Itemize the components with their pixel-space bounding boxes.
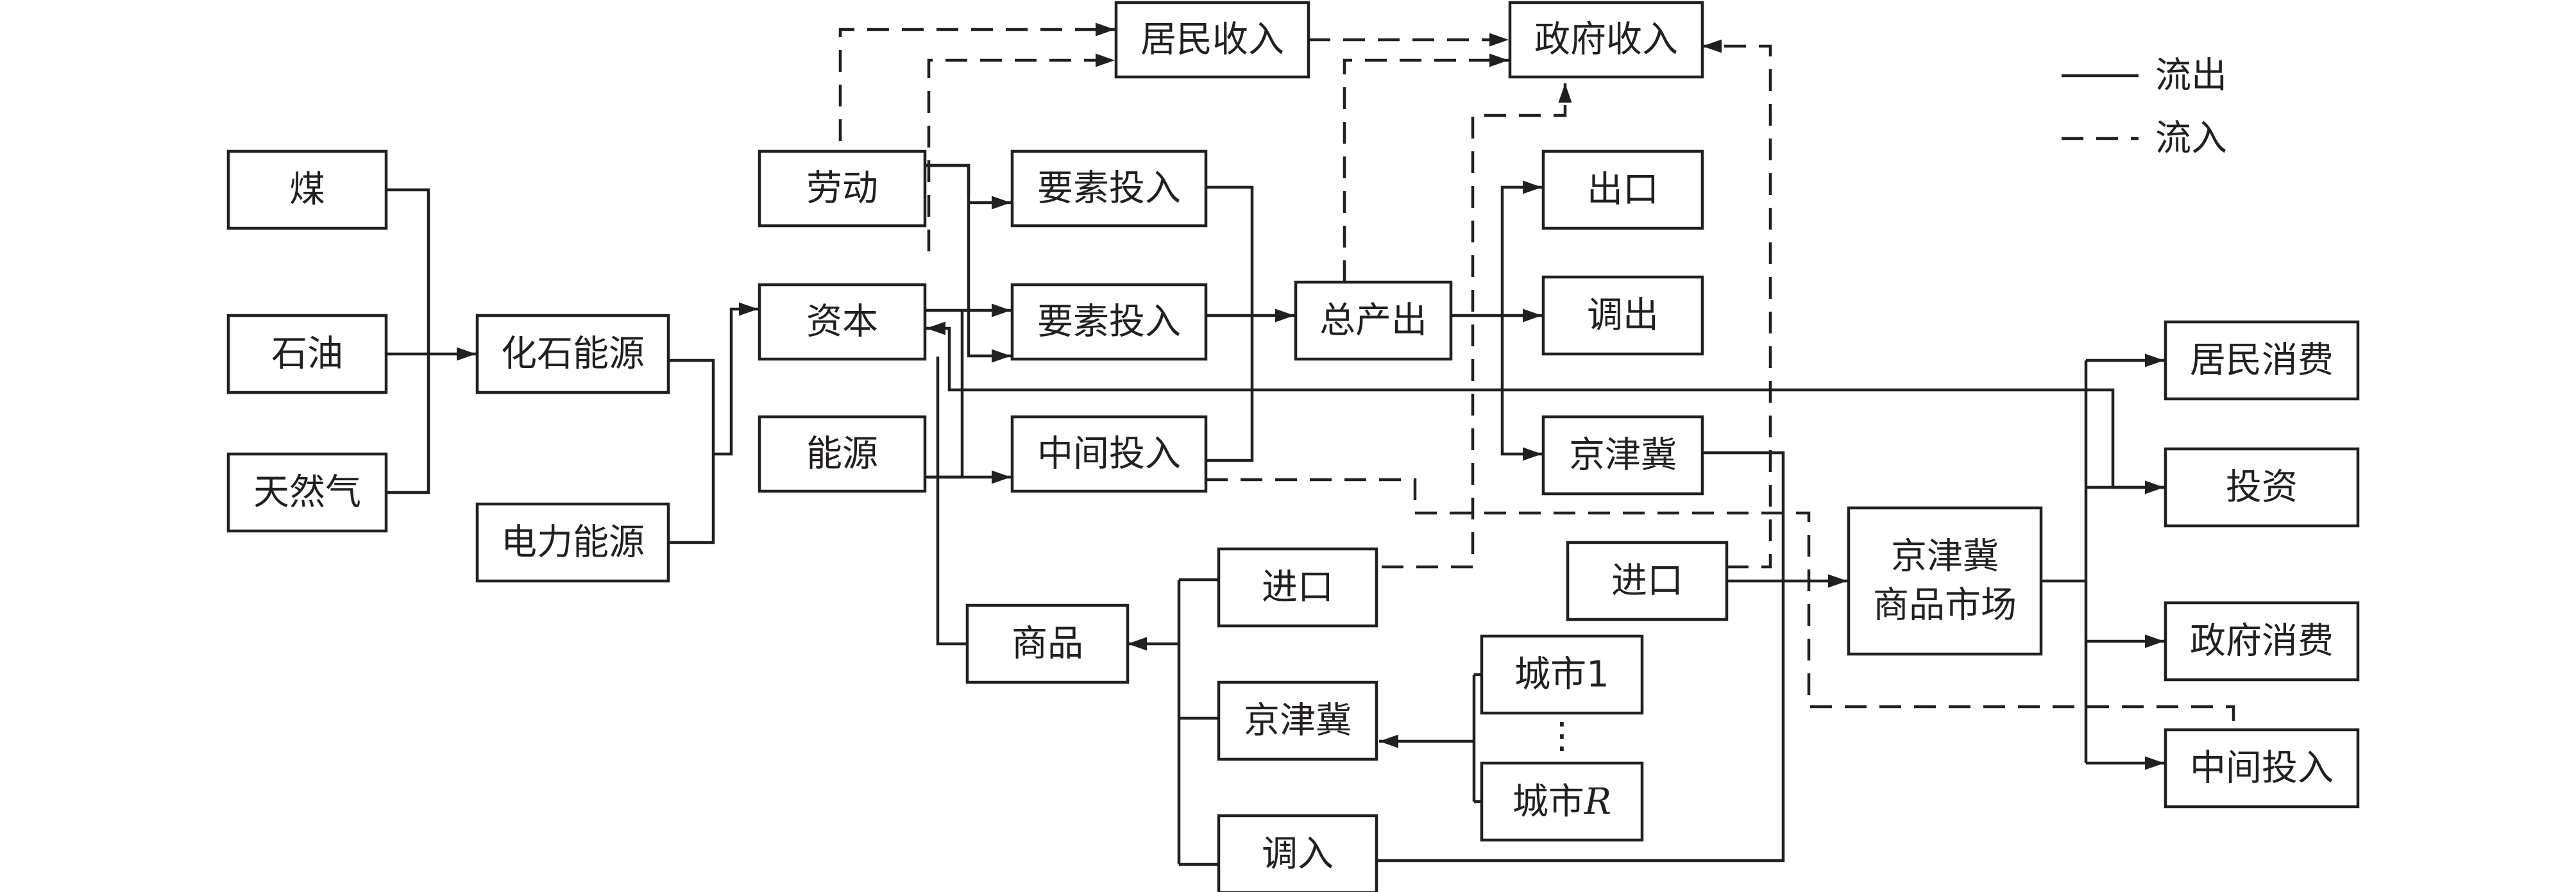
node-city-r: 城市R bbox=[1480, 761, 1644, 842]
node-factor-input-1: 要素投入 bbox=[1010, 149, 1208, 228]
node-jjj-market: 京津冀 商品市场 bbox=[1847, 506, 2043, 656]
svg-text:总产出: 总产出 bbox=[1319, 300, 1427, 342]
node-export: 出口 bbox=[1541, 149, 1704, 230]
svg-text:城市R: 城市R bbox=[1513, 781, 1611, 823]
svg-text:京津冀: 京津冀 bbox=[1244, 700, 1352, 742]
svg-text:京津冀: 京津冀 bbox=[1891, 536, 1999, 578]
node-energy: 能源 bbox=[758, 415, 927, 493]
svg-text:调入: 调入 bbox=[1262, 834, 1334, 875]
svg-text:居民消费: 居民消费 bbox=[2190, 340, 2334, 382]
city-dots: ⋮ bbox=[1544, 715, 1580, 757]
node-fossil-energy: 化石能源 bbox=[475, 314, 670, 394]
edge-labor-down bbox=[925, 164, 1011, 363]
edge-output-to-export bbox=[1500, 180, 1542, 316]
node-city-1: 城市1 bbox=[1480, 634, 1644, 715]
node-import-right: 进口 bbox=[1566, 541, 1729, 621]
svg-text:调出: 调出 bbox=[1587, 295, 1659, 337]
svg-text:中间投入: 中间投入 bbox=[2190, 748, 2334, 789]
edge-labor-to-factor bbox=[925, 164, 970, 195]
svg-text:政府收入: 政府收入 bbox=[1534, 19, 1678, 61]
node-jjj-out: 京津冀 bbox=[1541, 415, 1704, 496]
city-r-suffix: R bbox=[1584, 781, 1611, 823]
svg-text:商品: 商品 bbox=[1012, 623, 1083, 665]
node-transfer-in: 调入 bbox=[1217, 814, 1378, 892]
edge-coal-to-fossil bbox=[386, 188, 430, 354]
node-natural-gas: 天然气 bbox=[226, 452, 388, 533]
svg-text:要素投入: 要素投入 bbox=[1037, 168, 1181, 210]
dash-labor-to-resident-income bbox=[838, 22, 1115, 141]
edge-jjj-out-down bbox=[1375, 451, 1785, 863]
legend: 流出 流入 bbox=[2062, 55, 2227, 160]
edge-fossil-to-bundle bbox=[668, 358, 715, 454]
edge-energy-to-intermediate bbox=[925, 311, 964, 479]
node-capital: 资本 bbox=[758, 283, 927, 361]
edge-electric-to-bundle bbox=[668, 454, 715, 544]
svg-text:投资: 投资 bbox=[2226, 467, 2298, 509]
svg-text:出口: 出口 bbox=[1587, 169, 1659, 211]
dash-capital-to-resident-income bbox=[927, 53, 1115, 251]
svg-text:中间投入: 中间投入 bbox=[1037, 433, 1181, 475]
svg-text:能源: 能源 bbox=[806, 433, 878, 475]
node-government-consumption: 政府消费 bbox=[2164, 601, 2360, 682]
legend-dashed-label: 流入 bbox=[2155, 118, 2227, 160]
node-final-intermediate-input: 中间投入 bbox=[2164, 728, 2360, 809]
svg-text:石油: 石油 bbox=[271, 333, 343, 375]
node-total-output: 总产出 bbox=[1294, 280, 1453, 361]
dash-intermediate-to-final bbox=[1206, 478, 2235, 730]
svg-text:居民收入: 居民收入 bbox=[1140, 19, 1284, 61]
svg-text:进口: 进口 bbox=[1611, 560, 1683, 602]
node-goods: 商品 bbox=[965, 603, 1130, 684]
svg-text:进口: 进口 bbox=[1262, 567, 1334, 609]
svg-text:煤: 煤 bbox=[289, 169, 325, 211]
svg-text:天然气: 天然气 bbox=[253, 472, 361, 514]
node-investment: 投资 bbox=[2164, 447, 2360, 528]
edge-output-to-jjj bbox=[1500, 316, 1542, 461]
dash-import-right-to-government bbox=[1702, 39, 1772, 569]
legend-solid-label: 流出 bbox=[2155, 55, 2227, 97]
edge-goods-to-factor-2 bbox=[936, 357, 966, 646]
node-coal: 煤 bbox=[226, 149, 388, 230]
node-import-left: 进口 bbox=[1217, 547, 1378, 628]
svg-text:政府消费: 政府消费 bbox=[2190, 621, 2334, 662]
node-electric-energy: 电力能源 bbox=[475, 502, 670, 583]
node-transfer-out: 调出 bbox=[1541, 275, 1704, 356]
node-jjj-in: 京津冀 bbox=[1217, 680, 1378, 761]
edge-investment-loop bbox=[926, 321, 2164, 489]
node-government-income: 政府收入 bbox=[1508, 1, 1704, 79]
svg-text:要素投入: 要素投入 bbox=[1037, 301, 1181, 343]
node-resident-consumption: 居民消费 bbox=[2164, 320, 2360, 401]
city-r-prefix: 城市 bbox=[1513, 781, 1584, 823]
edge-factor-1-to-output bbox=[1206, 185, 1254, 462]
edges bbox=[386, 22, 2235, 866]
svg-text:劳动: 劳动 bbox=[806, 168, 878, 210]
node-labor: 劳动 bbox=[758, 149, 927, 228]
node-factor-input-2: 要素投入 bbox=[1010, 283, 1208, 361]
svg-text:电力能源: 电力能源 bbox=[501, 522, 645, 564]
svg-text:商品市场: 商品市场 bbox=[1873, 585, 2017, 627]
edge-bundle-to-capital bbox=[713, 302, 758, 456]
dash-output-to-government bbox=[1343, 53, 1509, 282]
node-oil: 石油 bbox=[226, 314, 388, 394]
svg-text:京津冀: 京津冀 bbox=[1569, 435, 1677, 476]
svg-text:资本: 资本 bbox=[806, 301, 878, 343]
node-intermediate-input: 中间投入 bbox=[1010, 415, 1208, 493]
edge-gas-to-fossil bbox=[386, 354, 430, 494]
node-resident-income: 居民收入 bbox=[1114, 1, 1310, 79]
svg-text:城市1: 城市1 bbox=[1514, 654, 1609, 696]
svg-text:化石能源: 化石能源 bbox=[501, 333, 645, 375]
